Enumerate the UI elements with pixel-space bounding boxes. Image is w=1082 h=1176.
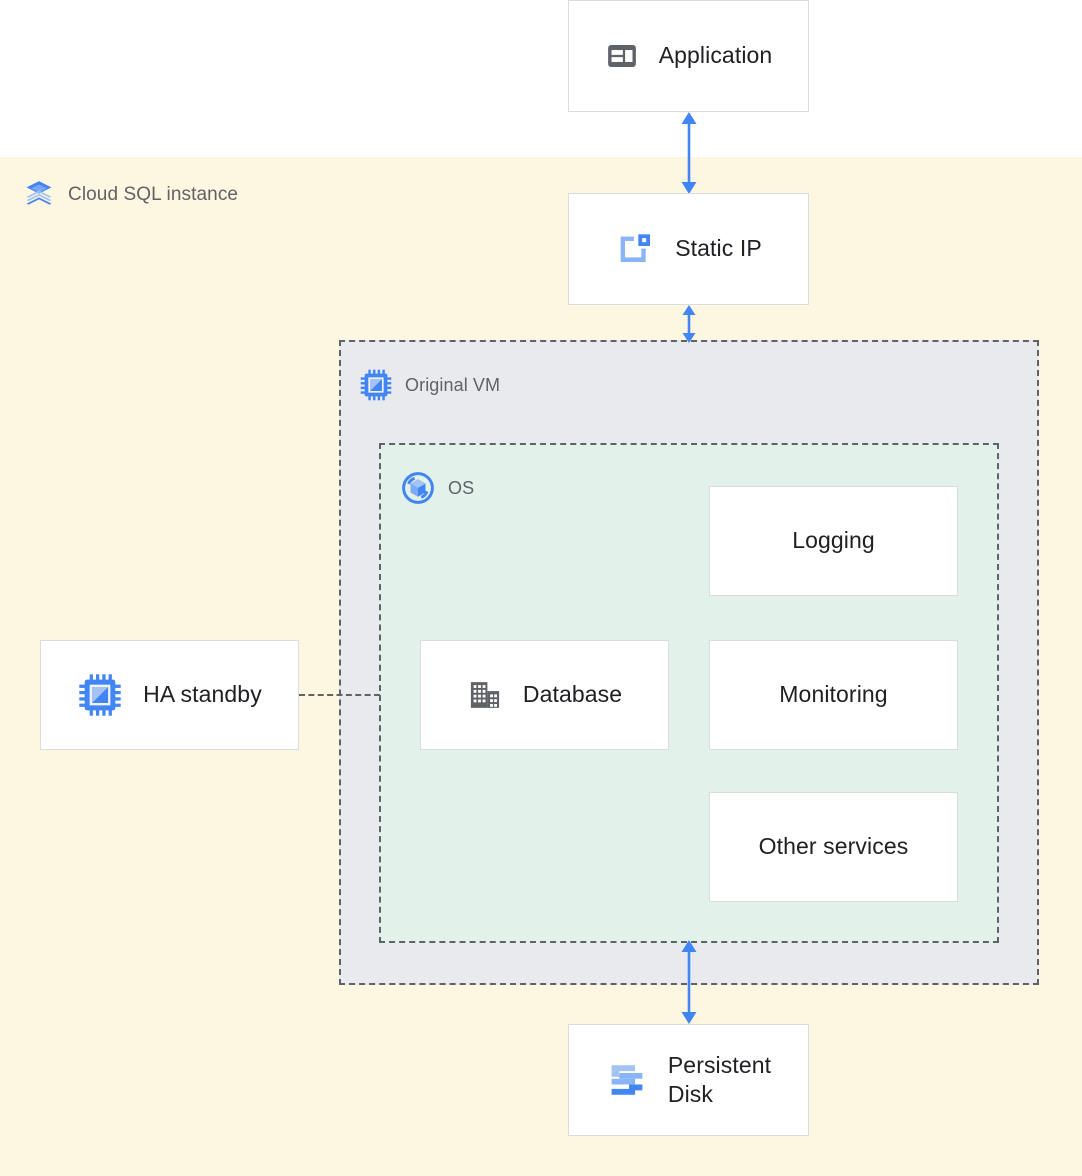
node-label: Other services (758, 833, 909, 860)
node-application[interactable]: Application (568, 0, 809, 112)
zone-label-cloud-sql-instance: Cloud SQL instance (22, 178, 238, 212)
database-building-icon (467, 677, 503, 713)
node-other-services[interactable]: Other services (709, 792, 958, 902)
node-monitoring[interactable]: Monitoring (709, 640, 958, 750)
node-static-ip[interactable]: Static IP (568, 193, 809, 305)
static-ip-icon (615, 229, 655, 269)
zone-label-original-vm: Original VM (359, 368, 500, 402)
node-label: HA standby (143, 681, 262, 708)
node-label: Persistent Disk (667, 1051, 772, 1107)
os-circle-cube-icon (400, 470, 436, 506)
node-label: Database (522, 681, 623, 708)
vm-chip-icon (77, 672, 123, 718)
cloud-sql-layers-icon (22, 178, 56, 212)
node-label: Static IP (675, 235, 762, 262)
zone-label-text: OS (448, 477, 475, 498)
node-label: Monitoring (779, 681, 888, 708)
vm-chip-icon (359, 368, 393, 402)
node-logging[interactable]: Logging (709, 486, 958, 596)
persistent-disk-icon (606, 1059, 648, 1101)
zone-label-os: OS (400, 470, 474, 506)
zone-label-text: Cloud SQL instance (68, 184, 239, 205)
node-database[interactable]: Database (420, 640, 669, 750)
node-persistent-disk[interactable]: Persistent Disk (568, 1024, 809, 1136)
connector-ha-standby-to-os (299, 694, 380, 696)
node-ha-standby[interactable]: HA standby (40, 640, 299, 750)
application-layout-icon (605, 39, 639, 73)
zone-label-text: Original VM (405, 374, 501, 395)
node-label: Application (658, 42, 773, 69)
node-label: Logging (792, 527, 875, 554)
